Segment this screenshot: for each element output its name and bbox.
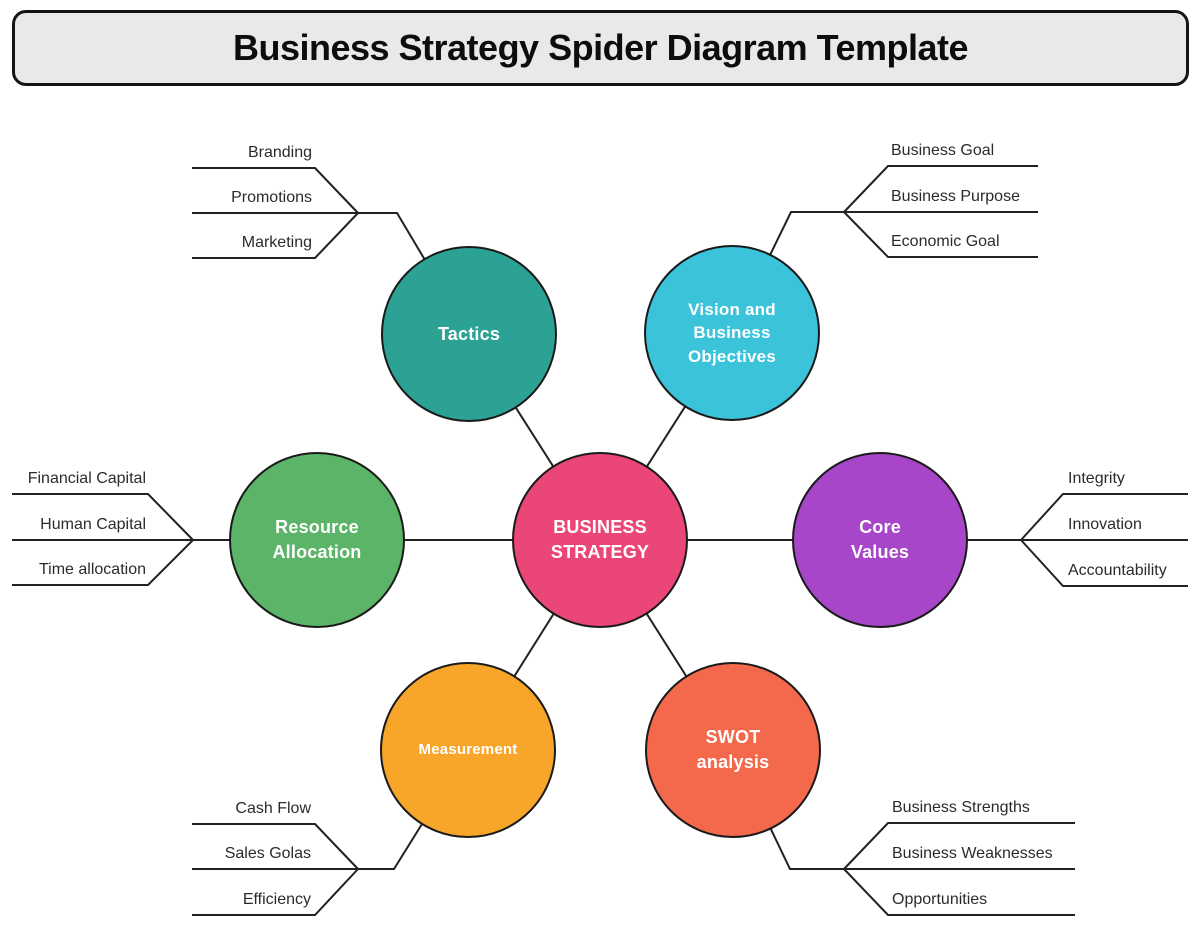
- node-vision-objectives[interactable]: Vision and Business Objectives: [644, 245, 820, 421]
- branch-label-business-weaknesses: Business Weaknesses: [892, 845, 1053, 862]
- node-resource-allocation[interactable]: Resource Allocation: [229, 452, 405, 628]
- node-vision-objectives-label: Vision and Business Objectives: [688, 299, 776, 366]
- branch-label-financial-capital: Financial Capital: [27, 470, 146, 487]
- vision-branch-lines: [843, 165, 1038, 258]
- node-measurement[interactable]: Measurement: [380, 662, 556, 838]
- node-swot-analysis[interactable]: SWOT analysis: [645, 662, 821, 838]
- node-core-values-label: Core Values: [850, 517, 910, 562]
- node-business-strategy[interactable]: BUSINESS STRATEGY: [512, 452, 688, 628]
- node-tactics[interactable]: Tactics: [381, 246, 557, 422]
- branch-label-business-purpose: Business Purpose: [891, 188, 1020, 205]
- measurement-branch-lines: [192, 823, 359, 916]
- branch-label-branding: Branding: [247, 144, 312, 161]
- branch-label-time-allocation: Time allocation: [38, 561, 146, 578]
- branch-label-business-strengths: Business Strengths: [892, 799, 1030, 816]
- branch-label-human-capital: Human Capital: [40, 516, 146, 533]
- node-business-strategy-label: BUSINESS STRATEGY: [550, 517, 650, 562]
- node-swot-analysis-label: SWOT analysis: [696, 727, 770, 772]
- branch-label-business-goal: Business Goal: [891, 142, 995, 159]
- branch-label-marketing: Marketing: [241, 234, 312, 251]
- branch-label-opportunities: Opportunities: [892, 891, 988, 908]
- node-measurement-label: Measurement: [418, 740, 518, 758]
- title-box: Business Strategy Spider Diagram Templat…: [12, 10, 1189, 86]
- node-tactics-label: Tactics: [437, 323, 501, 344]
- branch-label-economic-goal: Economic Goal: [891, 233, 1000, 250]
- swot-branch-lines: [843, 822, 1075, 916]
- tactics-branch-lines: [192, 167, 359, 259]
- branch-label-integrity: Integrity: [1068, 470, 1125, 487]
- branch-label-cash-flow: Cash Flow: [235, 800, 311, 817]
- branch-label-accountability: Accountability: [1068, 562, 1167, 579]
- branch-label-efficiency: Efficiency: [242, 891, 311, 908]
- resource-branch-lines: [12, 493, 194, 586]
- node-resource-allocation-label: Resource Allocation: [272, 517, 362, 562]
- branch-label-sales-golas: Sales Golas: [224, 845, 311, 862]
- core-branch-lines: [1020, 493, 1188, 587]
- node-core-values[interactable]: Core Values: [792, 452, 968, 628]
- page-title: Business Strategy Spider Diagram Templat…: [232, 27, 969, 68]
- branch-label-promotions: Promotions: [231, 189, 312, 206]
- branch-label-innovation: Innovation: [1068, 516, 1142, 533]
